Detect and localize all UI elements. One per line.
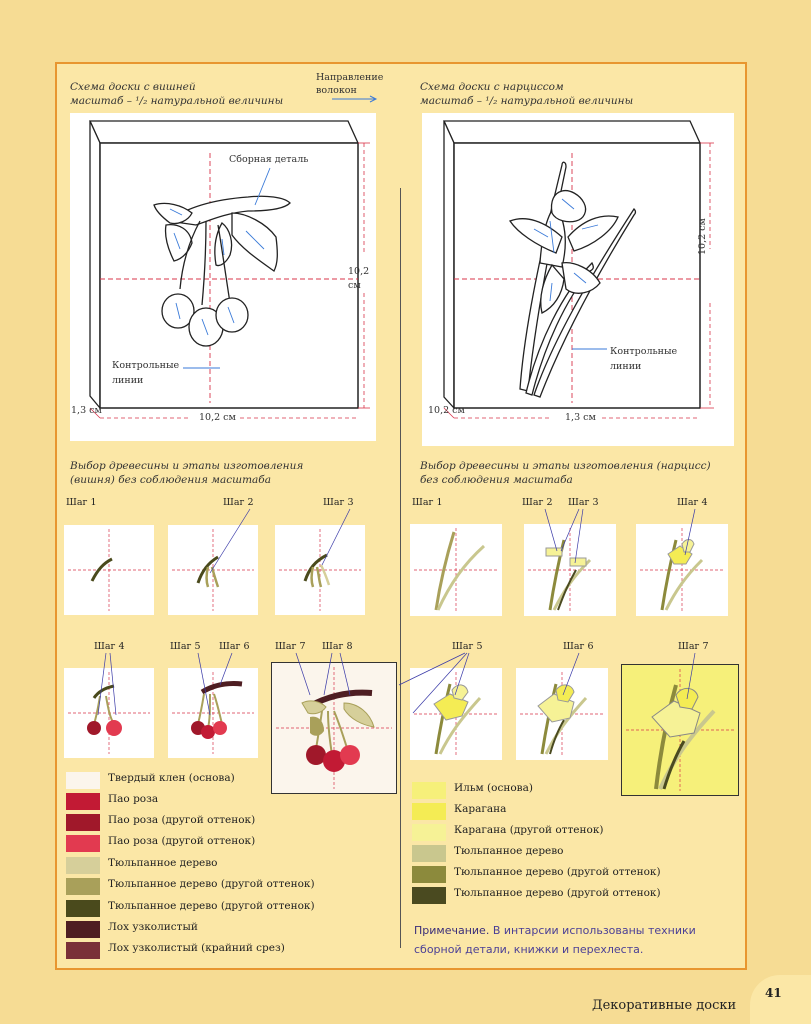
cherry-width-dimension: 10,2 см: [199, 412, 236, 423]
narcissus-board-diagram: [422, 113, 734, 446]
cherry-control-lines-label: Контрольные линии: [112, 360, 180, 386]
color-swatch: [66, 772, 100, 789]
cherry-step-1-label: Шаг 1: [66, 497, 97, 508]
cherry-diagram-caption: Схема доски с вишней масштаб – ¹/₂ натур…: [70, 81, 284, 107]
cherry-step-8-label: Шаг 8: [322, 641, 353, 652]
cherry-step-7-8-image: [271, 662, 397, 794]
narcissus-control-lines-label: Контрольные линии: [610, 346, 678, 372]
assembly-part-label: Сборная деталь: [229, 154, 309, 165]
cherry-board-diagram: [70, 113, 376, 441]
cherry-step-1-image: [64, 525, 154, 615]
color-swatch: [66, 878, 100, 895]
technique-note: Примечание. В интарсии использованы техн…: [414, 924, 696, 956]
color-swatch: [66, 793, 100, 810]
color-swatch: [66, 814, 100, 831]
color-swatch: [66, 857, 100, 874]
grain-direction-arrow: [332, 95, 378, 103]
narcissus-step-2-3-image: [524, 524, 616, 616]
narcissus-height-dimension: 10,2 см: [697, 218, 708, 255]
narcissus-step-7-label: Шаг 7: [678, 641, 709, 652]
color-swatch: [66, 921, 100, 938]
cherry-step-7-label: Шаг 7: [275, 641, 306, 652]
narcissus-step-1-image: [410, 524, 502, 616]
cherry-step-3-image: [275, 525, 365, 615]
cherry-steps-caption: Выбор древесины и этапы изготовления (ви…: [70, 460, 304, 486]
color-swatch: [412, 824, 446, 841]
narcissus-step-7-image: [621, 664, 739, 796]
color-swatch: [66, 835, 100, 852]
narcissus-step-6-image: [516, 668, 608, 760]
cherry-step-3-label: Шаг 3: [323, 497, 354, 508]
narcissus-step-5-label: Шаг 5: [452, 641, 483, 652]
cherry-step-6-label: Шаг 6: [219, 641, 250, 652]
color-swatch: [66, 900, 100, 917]
narcissus-step-6-label: Шаг 6: [563, 641, 594, 652]
column-divider: [400, 188, 401, 948]
page-corner-leaf: [750, 975, 811, 1024]
page-number: 41: [765, 986, 782, 1000]
narcissus-step-1-label: Шаг 1: [412, 497, 443, 508]
cherry-step-4-label: Шаг 4: [94, 641, 125, 652]
narcissus-diagram-caption: Схема доски с нарциссом масштаб – ¹/₂ на…: [420, 81, 634, 107]
cherry-depth-dimension: 1,3 см: [71, 405, 102, 416]
narcissus-step-2-label: Шаг 2: [522, 497, 553, 508]
narcissus-board-drawing: [442, 120, 714, 419]
narcissus-step-3-label: Шаг 3: [568, 497, 599, 508]
color-swatch: [66, 942, 100, 959]
color-swatch: [412, 866, 446, 883]
narcissus-step-4-label: Шаг 4: [677, 497, 708, 508]
cherry-board-drawing: [88, 120, 370, 419]
cherry-step-pointers: [97, 508, 351, 716]
narcissus-step-5-image: [410, 668, 502, 760]
color-swatch: [412, 782, 446, 799]
grain-direction-label: Направление волокон: [316, 72, 384, 96]
cherry-step-2-image: [168, 525, 258, 615]
cherry-step-2-label: Шаг 2: [223, 497, 254, 508]
narcissus-step-pointers: [398, 508, 696, 714]
color-swatch: [412, 887, 446, 904]
section-title: Декоративные доски: [592, 998, 737, 1013]
color-swatch: [412, 845, 446, 862]
narcissus-width-dimension: 1,3 см: [565, 412, 596, 423]
color-swatch: [412, 803, 446, 820]
cherry-height-dimension: 10,2 см: [348, 266, 370, 291]
narcissus-steps-caption: Выбор древесины и этапы изготовления (на…: [420, 460, 711, 486]
narcissus-depth-dimension: 10,2 см: [428, 405, 465, 416]
cherry-step-5-6-image: [168, 668, 258, 758]
cherry-step-5-label: Шаг 5: [170, 641, 201, 652]
cherry-step-4-image: [64, 668, 154, 758]
